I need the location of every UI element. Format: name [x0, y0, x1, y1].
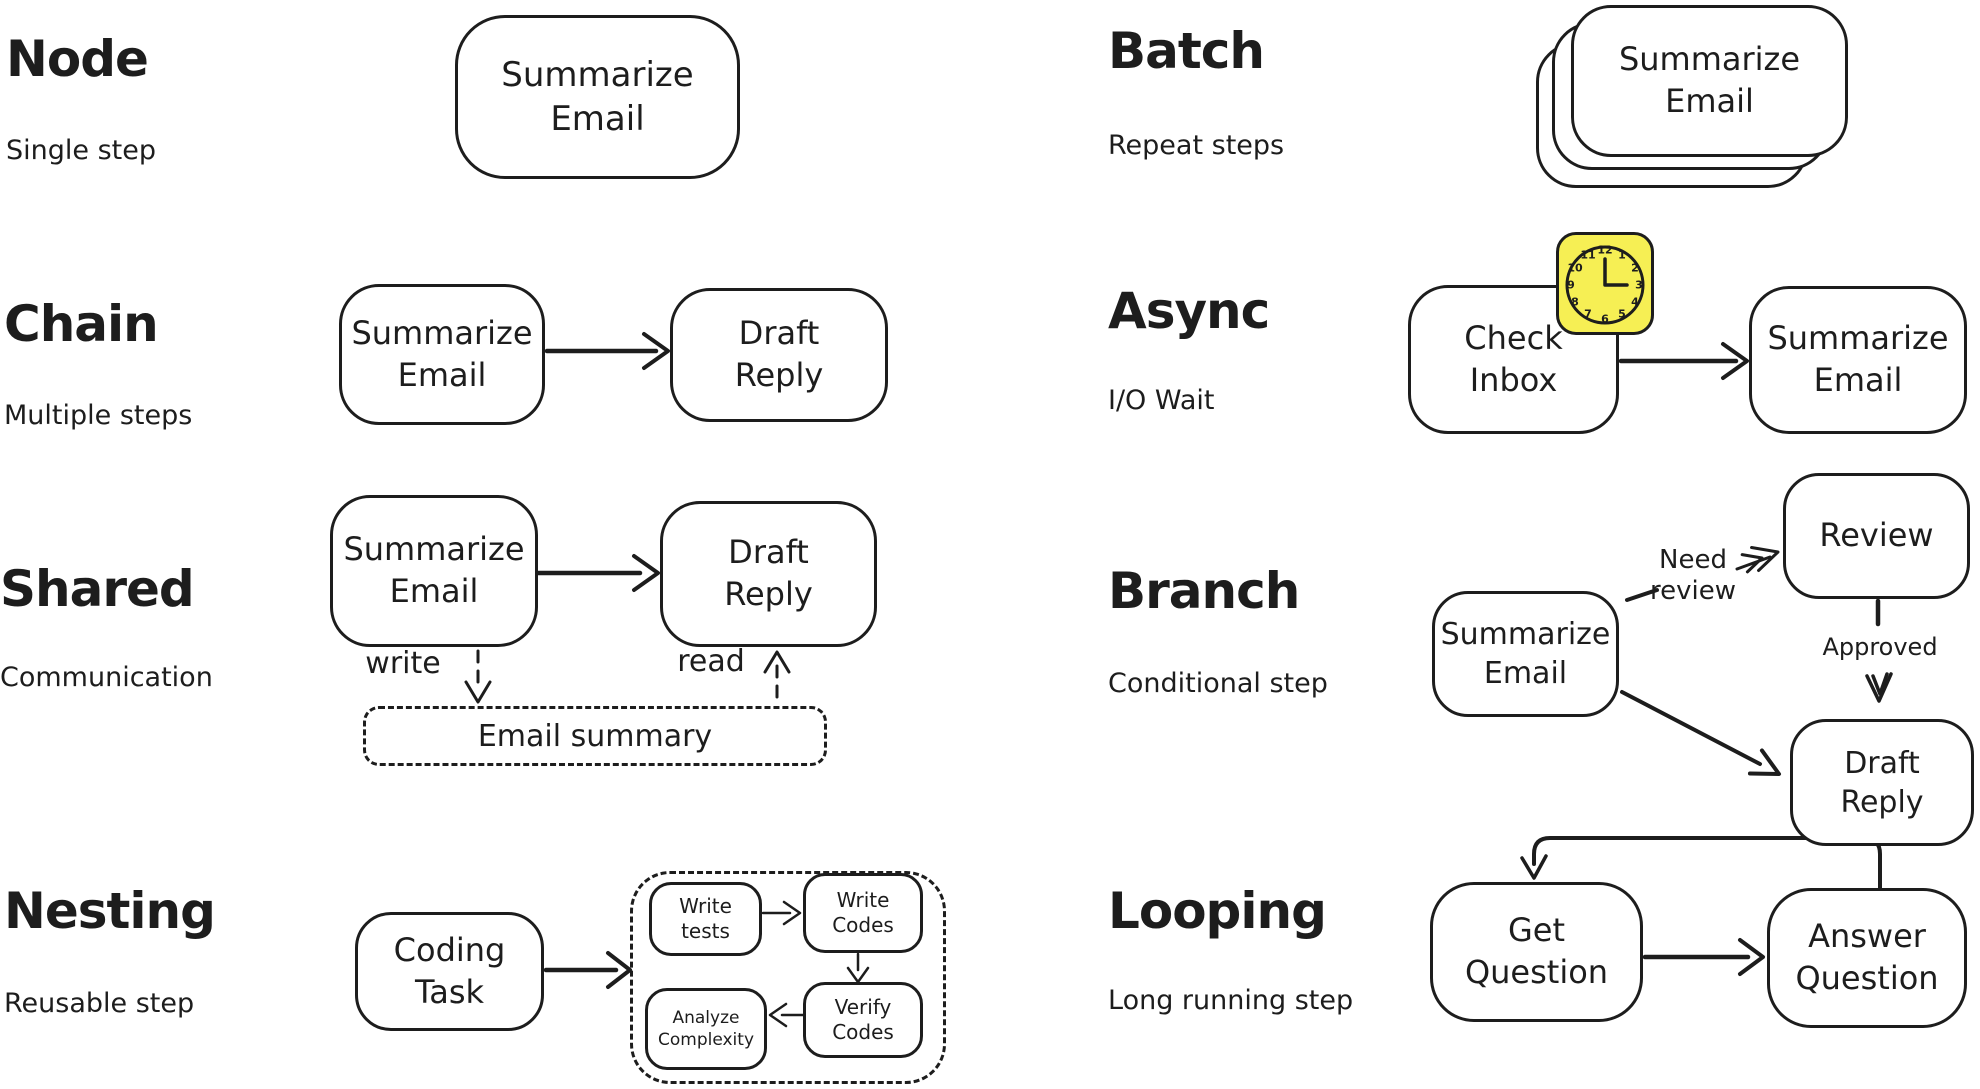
shared-arrow: [535, 554, 660, 592]
clock-numeral: 10: [1567, 261, 1583, 275]
section-title-branch: Branch: [1108, 562, 1300, 620]
async-box-summarize-email: Summarize Email: [1749, 286, 1967, 434]
clock-numeral: 3: [1635, 278, 1643, 292]
section-subtitle-batch: Repeat steps: [1108, 130, 1285, 161]
shared-read-arrow: [763, 650, 791, 699]
section-subtitle-branch: Conditional step: [1108, 668, 1328, 699]
section-title-nesting: Nesting: [4, 882, 216, 940]
clock-numeral: 11: [1580, 248, 1596, 262]
section-subtitle-looping: Long running step: [1108, 985, 1354, 1016]
section-subtitle-async: I/O Wait: [1108, 385, 1215, 416]
section-title-node: Node: [6, 30, 149, 88]
clock-numeral: 12: [1597, 243, 1613, 257]
nesting-box-write-codes: Write Codes: [803, 873, 923, 953]
branch-to-draft-arrow: [1620, 690, 1781, 776]
chain-box-summarize-email: Summarize Email: [339, 284, 545, 425]
clock-numeral: 6: [1601, 312, 1609, 326]
clock-numeral: 9: [1567, 278, 1575, 292]
section-subtitle-shared: Communication: [0, 662, 213, 693]
nesting-box-coding-task: Coding Task: [355, 912, 544, 1031]
shared-box-summarize-email: Summarize Email: [330, 495, 538, 647]
nesting-box-write-tests: Write tests: [649, 882, 762, 956]
nesting-box-analyze-complexity: Analyze Complexity: [645, 988, 767, 1070]
section-title-async: Async: [1108, 282, 1270, 340]
nesting-box-verify-codes: Verify Codes: [803, 982, 923, 1058]
write-label: write: [365, 646, 441, 681]
chain-box-draft-reply: Draft Reply: [670, 288, 888, 422]
looping-box-get-question: Get Question: [1430, 882, 1643, 1022]
section-title-shared: Shared: [0, 560, 195, 618]
async-box-check-inbox: Check Inbox: [1408, 285, 1619, 434]
chain-arrow: [544, 332, 670, 370]
looping-box-answer-question: Answer Question: [1767, 888, 1967, 1028]
shared-write-arrow: [464, 649, 492, 704]
section-subtitle-node: Single step: [6, 135, 156, 166]
clock-icon: 12 1 2 3 4 5 6 7 8 9 10 11: [1556, 232, 1654, 335]
section-title-chain: Chain: [4, 295, 159, 353]
section-title-batch: Batch: [1108, 22, 1265, 80]
async-arrow: [1618, 342, 1749, 380]
clock-numeral: 4: [1631, 295, 1639, 309]
section-subtitle-chain: Multiple steps: [4, 400, 193, 431]
read-label: read: [677, 644, 745, 679]
branch-box-summarize-email: Summarize Email: [1432, 591, 1619, 717]
clock-numeral: 1: [1618, 248, 1626, 262]
nesting-group-container: [630, 871, 946, 1084]
looping-arrow: [1642, 938, 1765, 976]
nesting-arrow: [543, 951, 632, 989]
clock-numeral: 8: [1571, 295, 1579, 309]
shared-store-email-summary: Email summary: [363, 706, 827, 766]
batch-box-summarize-email: Summarize Email: [1571, 5, 1848, 157]
clock-numeral: 5: [1618, 307, 1626, 321]
node-box-summarize-email: Summarize Email: [455, 15, 740, 179]
approved-label: Approved: [1822, 633, 1938, 661]
branch-box-draft-reply: Draft Reply: [1790, 719, 1974, 846]
shared-box-draft-reply: Draft Reply: [660, 501, 877, 647]
need-review-label: Need review: [1650, 545, 1736, 607]
clock-numeral: 2: [1631, 261, 1639, 275]
section-title-looping: Looping: [1108, 882, 1327, 940]
branch-box-review: Review: [1783, 473, 1970, 599]
clock-numeral: 7: [1584, 307, 1592, 321]
section-subtitle-nesting: Reusable step: [4, 988, 195, 1019]
